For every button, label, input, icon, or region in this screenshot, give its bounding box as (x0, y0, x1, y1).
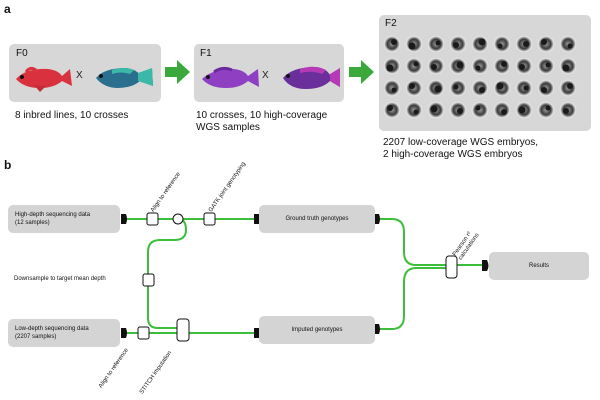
f1-cross-symbol: X (262, 70, 269, 81)
f0-label: F0 (16, 48, 28, 59)
f0-cross-symbol: X (76, 70, 83, 81)
fish-teal-icon (96, 68, 153, 88)
arrowhead-imputed (254, 328, 261, 338)
connector-ground-truth-to-results (376, 218, 484, 266)
node-high-depth-line1: High-depth sequencing data (15, 212, 91, 218)
step-merge-top (172, 213, 184, 225)
arrow-f0-f1-icon (165, 60, 190, 84)
node-imputed: Imputed genotypes (259, 316, 375, 344)
arrowhead-ground-truth-out (374, 214, 380, 224)
node-high-depth: High-depth sequencing data (12 samples) (8, 205, 120, 233)
fish-magenta-icon (283, 66, 340, 89)
f2-label: F2 (385, 18, 397, 29)
f2-caption-line2: 2 high-coverage WGS embryos (383, 149, 523, 160)
arrowhead-low-depth-out (121, 328, 127, 338)
f2-caption-line1: 2207 low-coverage WGS embryos, (383, 137, 539, 148)
label-downsample: Downsample to target mean depth (14, 276, 106, 282)
node-low-depth-line1: Low-depth sequencing data (15, 326, 89, 332)
node-low-depth-line2: (2207 samples) (15, 334, 57, 340)
f1-caption-line2: WGS samples (196, 122, 260, 133)
arrowhead-imputed-out (374, 324, 380, 334)
embryo-grid (383, 35, 577, 119)
connector-downsample-branch (147, 218, 188, 329)
panel-b-letter: b (4, 158, 12, 172)
arrowhead-high-depth-out (121, 214, 127, 224)
step-align-bottom (137, 326, 150, 340)
fish-purple-icon (202, 66, 259, 88)
f1-caption-line1: 10 crosses, 10 high-coverage (196, 110, 328, 121)
connector-imputed-to-results (376, 267, 448, 330)
node-results: Results (489, 252, 589, 280)
arrowhead-ground-truth (254, 214, 261, 224)
fish-red-icon (16, 66, 72, 92)
step-align-top (146, 212, 159, 226)
f0-caption: 8 inbred lines, 10 crosses (15, 110, 129, 121)
f1-label: F1 (200, 48, 212, 59)
node-ground-truth: Ground truth genotypes (259, 205, 375, 233)
step-downsample (142, 273, 155, 287)
arrowhead-results (482, 260, 489, 271)
node-high-depth-line2: (12 samples) (15, 220, 50, 226)
step-gatk (203, 212, 216, 226)
step-stitch (176, 318, 190, 342)
node-low-depth: Low-depth sequencing data (2207 samples) (8, 319, 120, 347)
arrow-f1-f2-icon (349, 60, 374, 84)
step-pearson (445, 255, 458, 279)
panel-a-letter: a (4, 2, 11, 16)
